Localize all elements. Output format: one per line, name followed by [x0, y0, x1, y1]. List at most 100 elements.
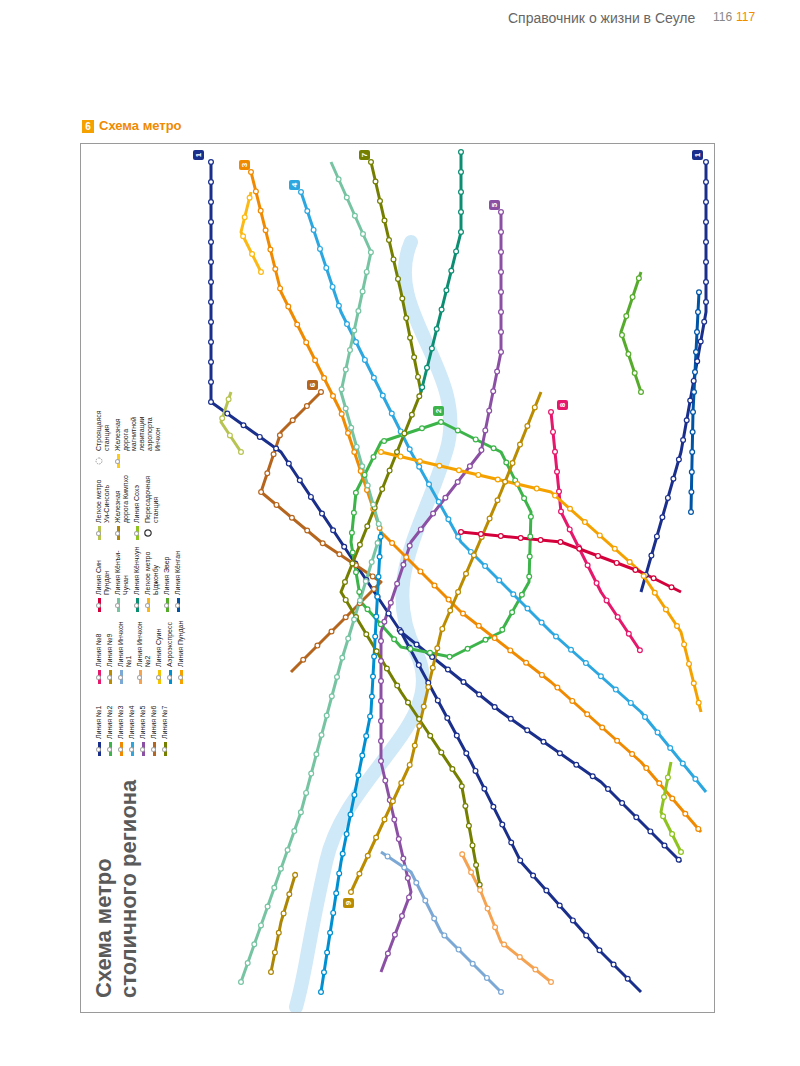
legend-text: Линия Сохэ: [133, 485, 141, 523]
station-dot: [259, 490, 264, 495]
station-dot: [365, 607, 370, 612]
station-dot: [407, 447, 412, 452]
station-dot: [364, 632, 369, 637]
legend-swatch: [120, 742, 123, 756]
station-dot: [250, 252, 255, 257]
station-dot: [319, 733, 324, 738]
metro-line: [381, 212, 501, 972]
station-dot: [339, 387, 344, 392]
metro-line: [241, 192, 261, 272]
station-dot: [495, 369, 500, 374]
station-dot: [417, 464, 422, 469]
station-dot: [361, 232, 366, 237]
station-dot: [434, 327, 439, 332]
station-dot: [463, 804, 468, 809]
legend-item: Линия №6: [150, 688, 158, 756]
metro-line: [221, 392, 241, 452]
station-dot: [343, 367, 348, 372]
metro-line: [421, 152, 461, 392]
station-dot: [428, 733, 433, 738]
station-dot: [482, 786, 487, 791]
station-dot: [209, 160, 214, 165]
station-dot: [263, 228, 268, 233]
station-dot: [448, 608, 453, 613]
station-dot: [285, 848, 290, 853]
station-dot: [417, 724, 422, 729]
station-dot: [375, 541, 380, 546]
metro-line: [301, 192, 706, 792]
station-dot: [540, 673, 545, 678]
station-dot: [669, 585, 674, 590]
station-dot: [405, 876, 410, 881]
station-dot: [544, 888, 549, 893]
metro-line: [381, 852, 501, 992]
station-dot: [450, 767, 455, 772]
station-dot: [534, 486, 539, 491]
station-dot: [630, 295, 635, 300]
station-dot: [528, 534, 533, 539]
map-title: Схема метро столичного региона: [91, 768, 141, 998]
station-dot: [322, 970, 327, 975]
station-dot: [455, 480, 460, 485]
station-dot: [340, 655, 345, 660]
station-dot: [491, 389, 496, 394]
station-dot: [532, 405, 537, 410]
station-dot: [339, 412, 344, 417]
station-dot: [337, 303, 342, 308]
station-dot: [239, 980, 244, 985]
station-dot: [416, 375, 421, 380]
station-dot: [626, 631, 631, 636]
legend-text: Линия №6: [150, 706, 158, 739]
station-dot: [315, 643, 320, 648]
station-dot: [358, 598, 363, 603]
station-dot: [387, 468, 392, 473]
station-dot: [293, 873, 298, 878]
station-dot: [320, 511, 325, 516]
station-dot: [437, 463, 442, 468]
station-dot: [459, 170, 464, 175]
station-dot: [420, 426, 425, 431]
station-dot: [259, 923, 264, 928]
station-dot: [574, 762, 579, 767]
legend-swatch: [136, 598, 139, 612]
line-badge: 5: [489, 200, 500, 210]
station-dot: [661, 814, 666, 819]
station-dot: [599, 674, 604, 679]
legend-text: Линия №7: [161, 706, 169, 739]
station-dot: [365, 524, 370, 529]
station-dot: [459, 784, 464, 789]
station-dot: [461, 680, 466, 685]
legend-swatch: [98, 598, 101, 612]
station-dot: [459, 230, 464, 235]
station-dot: [371, 674, 376, 679]
station-dot: [704, 180, 709, 185]
station-dot: [641, 574, 646, 579]
station-dot: [662, 795, 667, 800]
station-dot: [518, 858, 523, 863]
station-dot: [449, 268, 454, 273]
station-dot: [350, 561, 355, 566]
metro-line: [271, 872, 296, 972]
legend-item: Линия Кёнъи-Чунан: [114, 544, 130, 612]
station-dot: [220, 416, 225, 421]
station-dot: [395, 581, 400, 586]
station-dot: [492, 636, 497, 641]
station-dot: [499, 230, 504, 235]
station-dot: [241, 423, 246, 428]
station-dot: [510, 610, 515, 615]
station-dot: [371, 502, 376, 507]
station-dot: [390, 541, 395, 546]
station-dot: [704, 200, 709, 205]
station-dot: [499, 990, 504, 995]
station-dot: [342, 544, 347, 549]
legend-text: Линия Син Пундан: [95, 544, 111, 595]
station-dot: [318, 247, 323, 252]
map-frame: Схема метро столичного регионаЛиния №1Ли…: [80, 143, 715, 1013]
station-dot: [479, 448, 484, 453]
station-dot: [297, 478, 302, 483]
station-dot: [249, 170, 254, 175]
legend-swatch: [177, 598, 180, 612]
station-dot: [346, 636, 351, 641]
legend-item: Линия №8: [95, 616, 103, 684]
station-dot: [369, 560, 374, 565]
